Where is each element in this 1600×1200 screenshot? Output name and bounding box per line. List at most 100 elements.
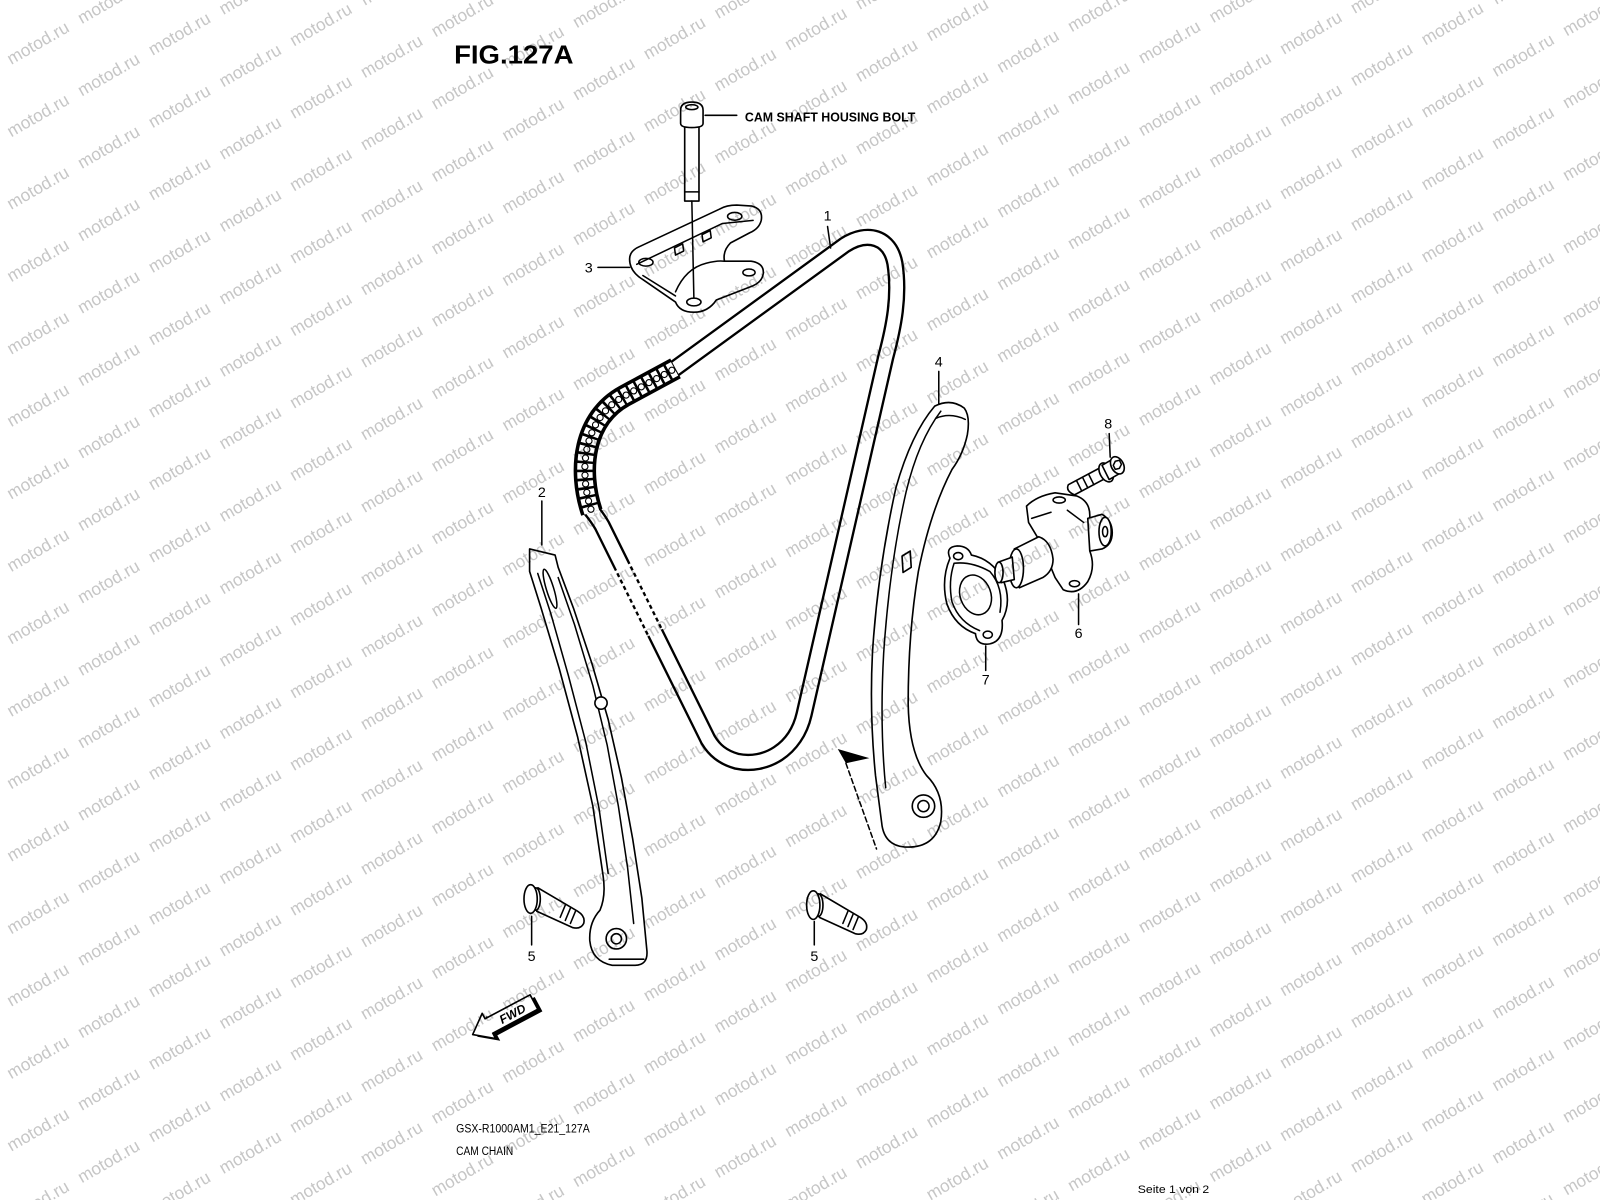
chain-roller <box>615 395 623 404</box>
chain-break-marks <box>613 562 665 638</box>
arrow-body <box>471 993 539 1040</box>
cam-shaft-housing <box>628 204 765 314</box>
chain-roller <box>653 374 661 383</box>
figure-title: FIG.127A <box>454 41 573 69</box>
chain-roller <box>583 445 591 454</box>
chain-roller <box>596 413 604 422</box>
part-number-1: 1 <box>824 208 832 224</box>
guide-bolt-thread <box>842 910 849 925</box>
tensioner-guide-pivot <box>911 794 936 819</box>
guide-mount-hole <box>605 927 628 950</box>
tensioner-guide-tab <box>901 550 913 574</box>
tensioner-gasket <box>943 545 1009 645</box>
cam-shaft-housing-bolt <box>679 101 704 299</box>
drawing-name: CAM CHAIN <box>456 1144 513 1158</box>
housing-slot <box>701 229 712 243</box>
tensioner-guide-pivot-inner <box>917 799 930 813</box>
guide-bolt-thread <box>852 916 859 931</box>
chain-roller <box>645 379 653 387</box>
part-number-3: 3 <box>585 260 593 276</box>
gasket-center-hole <box>958 574 993 616</box>
guide-knob <box>594 696 608 710</box>
chain-roller <box>583 488 591 497</box>
bolt-axis-line <box>691 200 695 299</box>
part-number-4: 4 <box>935 354 943 370</box>
chain-roller <box>601 407 610 415</box>
drawing-code: GSX-R1000AM1_E21_127A <box>456 1122 590 1136</box>
chain-roller <box>622 391 630 399</box>
gasket-hole <box>982 630 994 640</box>
part-number-6: 6 <box>1075 626 1083 642</box>
part-number-5-left: 5 <box>528 949 536 965</box>
tensioner-bolt <box>1066 455 1126 496</box>
chain-roller <box>587 505 595 513</box>
tensioner-bolt-thread <box>1088 473 1095 486</box>
chain-roller <box>660 370 668 379</box>
tensioner-guide-lip <box>934 414 967 421</box>
part-number-5-right: 5 <box>810 949 818 965</box>
housing-lower-edge <box>642 274 677 297</box>
tensioner-bolt-socket <box>1112 459 1123 471</box>
adjuster-barrel <box>1013 535 1054 589</box>
chain-rollers <box>581 366 676 513</box>
chain-roller <box>637 383 645 391</box>
break-symbol <box>837 748 870 764</box>
chain-roller <box>581 471 589 479</box>
chain-roller <box>668 366 676 374</box>
tensioner-bolt-thread <box>1081 476 1089 489</box>
page-indicator: Seite 1 von 2 <box>1138 1184 1209 1196</box>
housing-saddle <box>674 260 726 293</box>
guide-bolt-thread <box>564 907 572 922</box>
chain-roller <box>588 429 596 437</box>
adjuster-mount-hole <box>1068 579 1081 588</box>
housing-hole <box>726 211 743 221</box>
guide-bolt-head <box>523 883 539 915</box>
guide-mount-hole-inner <box>610 932 623 945</box>
guide-bolt-thread <box>847 913 854 928</box>
gasket-body <box>943 545 1009 645</box>
housing-ridge <box>635 219 754 266</box>
guide-inner-edge <box>557 576 635 925</box>
guide-bolt-right <box>805 890 868 935</box>
chain-roller <box>581 480 590 488</box>
tensioner-adjuster <box>994 492 1114 593</box>
chain-roller <box>581 462 589 471</box>
cam-shaft-housing-bolt-label: CAM SHAFT HOUSING BOLT <box>745 109 916 124</box>
gasket-inner-edge <box>949 562 1002 632</box>
guide-bolt-thread <box>559 904 567 919</box>
adjuster-rear-face <box>1098 516 1113 547</box>
guide-slot <box>542 568 558 610</box>
adjuster-detail <box>1030 509 1085 524</box>
tensioner-guide <box>870 401 970 848</box>
tensioner-bolt-thread <box>1075 479 1083 492</box>
chain-roller <box>591 421 600 429</box>
chain-roller <box>608 401 616 409</box>
adjuster-mount-hole <box>1052 496 1067 504</box>
part-1-leader <box>826 225 832 249</box>
guide-bolt-head <box>805 890 821 921</box>
adjuster-plunger-tip <box>994 561 1004 584</box>
chain-roller <box>581 454 590 462</box>
bolt-socket <box>684 103 699 111</box>
housing-hole <box>742 268 756 277</box>
tensioner-guide-inner-edge <box>881 410 942 789</box>
chain-roller <box>585 437 593 445</box>
tensioner-bolt-head-face <box>1109 455 1126 475</box>
chain-roller <box>630 387 638 395</box>
part-number-8: 8 <box>1104 417 1112 433</box>
guide-bolt-thread <box>569 910 577 925</box>
adjuster-rear-screw <box>1101 525 1109 538</box>
part-8-leader <box>1108 432 1111 458</box>
guide-bolt-left <box>523 883 585 929</box>
part-number-2: 2 <box>538 485 546 501</box>
guide-inner-edge <box>536 572 609 875</box>
tensioner-bolt-shaft <box>1066 467 1106 496</box>
break-line <box>845 762 878 850</box>
part-number-7: 7 <box>982 673 990 689</box>
cam-chain <box>573 228 906 771</box>
chain-guide-left <box>528 548 648 967</box>
housing-hole <box>638 257 654 267</box>
